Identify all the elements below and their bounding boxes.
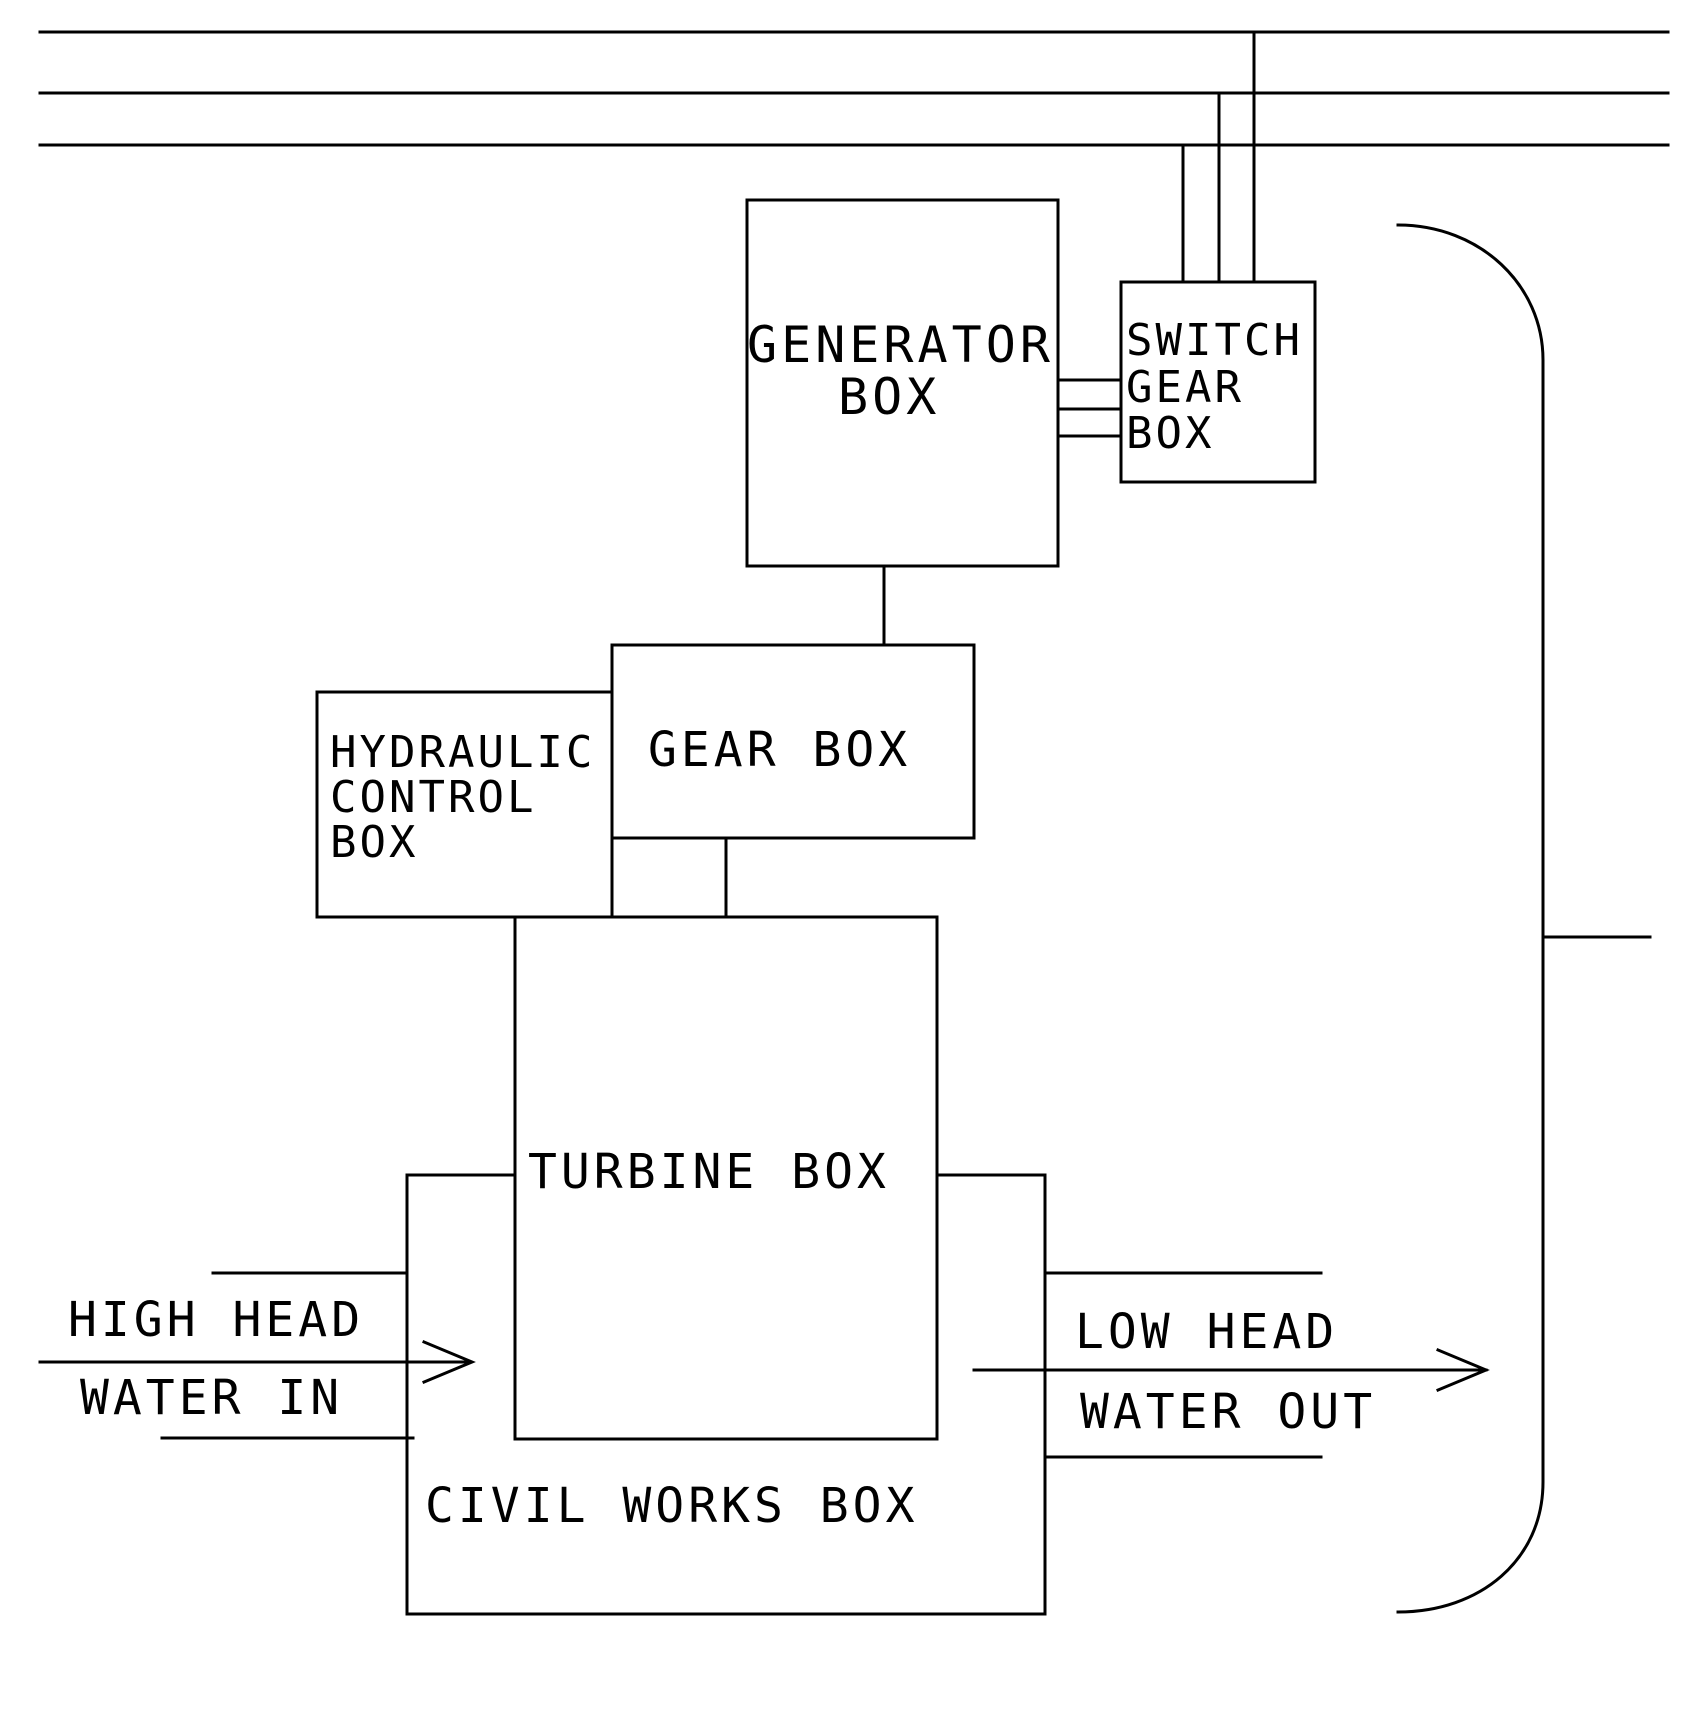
generator-switchgear-connections [1056, 378, 1123, 438]
turbine-label: TURBINE BOX [528, 1144, 890, 1200]
outlet-label-2: WATER OUT [1080, 1384, 1376, 1440]
inlet-pipe [38, 1271, 476, 1440]
outlet-arrow-head [1436, 1348, 1490, 1392]
outlet-pipe [972, 1271, 1490, 1459]
switchgear-bus-connections [1181, 30, 1256, 284]
switchgear-label-1: SWITCH [1126, 315, 1303, 366]
switchgear-label-2: GEAR [1126, 362, 1244, 413]
inlet-arrow-head [422, 1340, 476, 1384]
hydraulic-label-2: CONTROL [330, 772, 536, 823]
gearbox-label: GEAR BOX [648, 722, 911, 778]
grouping-brace [1396, 223, 1652, 1614]
bus-bars [38, 30, 1670, 147]
civil-works-label: CIVIL WORKS BOX [425, 1478, 918, 1534]
brace-curve [1396, 223, 1545, 1614]
switchgear-label-3: BOX [1126, 408, 1214, 459]
hydraulic-label-1: HYDRAULIC [330, 727, 595, 778]
outlet-label-1: LOW HEAD [1075, 1304, 1338, 1360]
generator-label-1: GENERATOR [747, 316, 1054, 374]
generator-label-2: BOX [838, 368, 940, 426]
hydraulic-label-3: BOX [330, 817, 418, 868]
inlet-label-1: HIGH HEAD [68, 1292, 364, 1348]
civil-works-box [405, 1173, 1047, 1616]
turbine-box [513, 915, 939, 1441]
hydraulic-control-box [315, 690, 614, 919]
generator-box [745, 198, 1060, 568]
inlet-label-2: WATER IN [80, 1370, 343, 1426]
switchgear-box [1119, 280, 1317, 484]
